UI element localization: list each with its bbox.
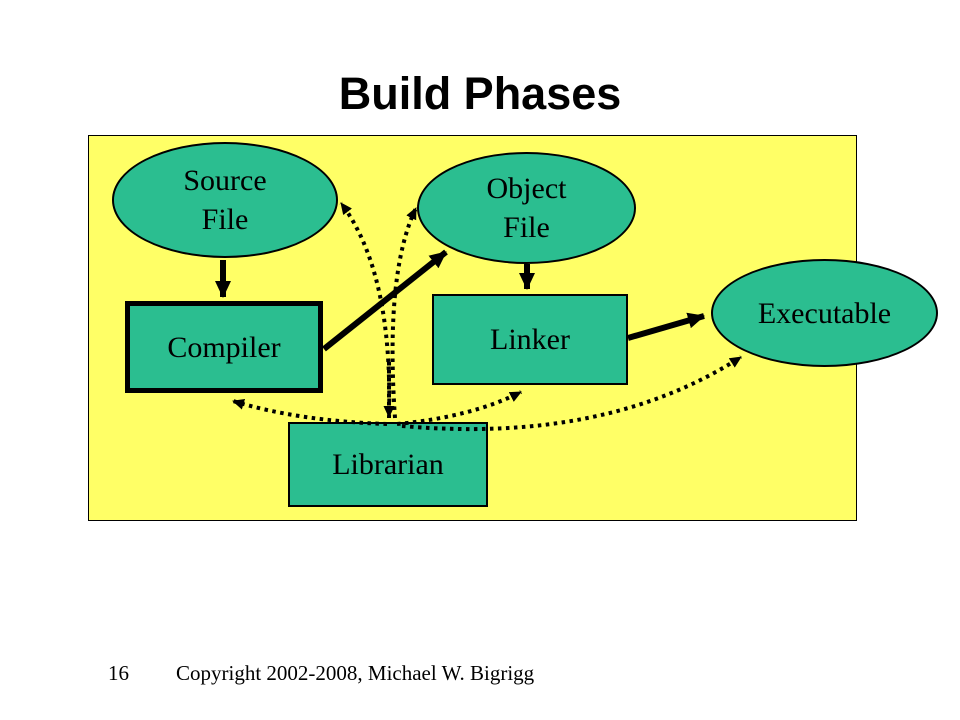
slide-title: Build Phases	[338, 68, 622, 119]
node-executable-label: Executable	[757, 296, 892, 330]
node-source-file: Source File	[112, 142, 338, 258]
node-librarian-label: Librarian	[332, 448, 444, 481]
footer-page-number: 16	[108, 661, 129, 685]
node-linker: Linker	[432, 294, 628, 385]
node-source-file-label-line1: Source	[183, 164, 267, 197]
node-object-file-label-line1: Object	[486, 172, 567, 205]
node-compiler: Compiler	[125, 301, 323, 393]
node-executable: Executable	[711, 259, 938, 367]
node-librarian: Librarian	[288, 422, 488, 507]
footer-copyright: Copyright 2002-2008, Michael W. Bigrigg	[176, 661, 535, 685]
node-compiler-label: Compiler	[167, 330, 281, 364]
node-object-file-label-line2: File	[503, 211, 550, 244]
node-source-file-label-line2: File	[201, 203, 249, 236]
node-object-file: Object File	[417, 152, 636, 264]
node-linker-label: Linker	[490, 323, 570, 356]
